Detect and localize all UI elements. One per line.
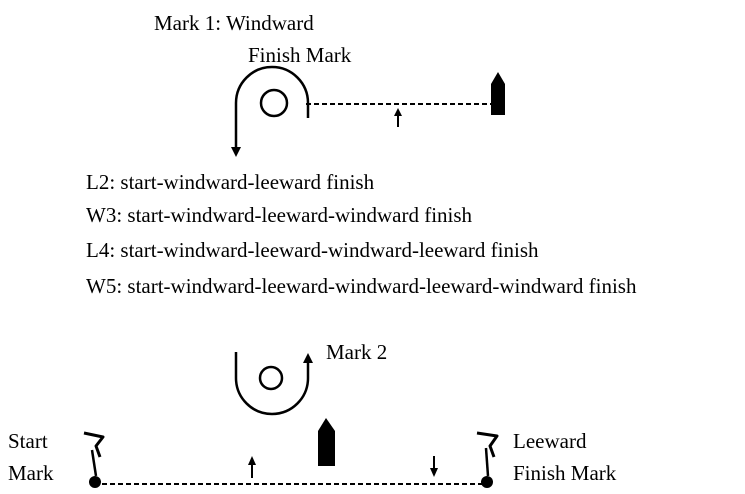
course-l4: L4: start-windward-leeward-windward-leew… — [86, 238, 539, 262]
start-label: Start — [8, 429, 48, 453]
course-w5: W5: start-windward-leeward-windward-leew… — [86, 274, 637, 298]
leeward-finish-mark-label: Finish Mark — [513, 461, 617, 485]
windward-finish-label: Finish Mark — [248, 43, 352, 67]
start-mark-flag-icon — [83, 431, 105, 488]
windward-mark-rounding — [231, 65, 310, 157]
leeward-finish-flag-icon — [476, 431, 499, 488]
mark2-rounding — [234, 352, 313, 416]
down-arrow-icon — [430, 456, 438, 477]
mark2-label: Mark 2 — [326, 340, 388, 364]
start-mark-label: Mark — [8, 461, 54, 485]
committee-boat-icon — [491, 72, 505, 115]
mark1-label: Mark 1: Windward — [154, 11, 314, 35]
course-w3: W3: start-windward-leeward-windward fini… — [86, 203, 473, 227]
leeward-label: Leeward — [513, 429, 587, 453]
up-arrow-icon — [394, 108, 402, 127]
up-arrow-icon — [248, 456, 256, 478]
committee-boat-icon — [318, 418, 335, 466]
course-l2: L2: start-windward-leeward finish — [86, 170, 375, 194]
